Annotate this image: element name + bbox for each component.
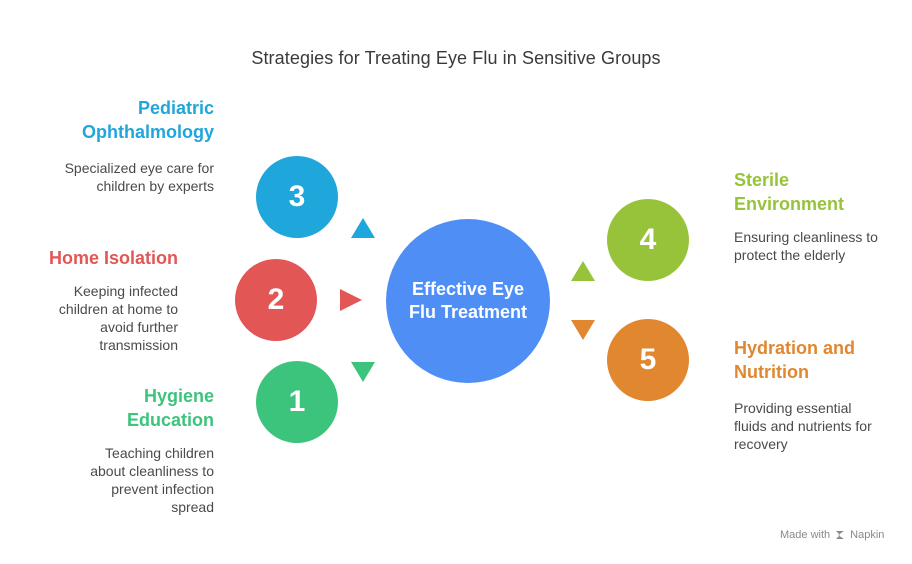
diagram-title: Strategies for Treating Eye Flu in Sensi… <box>251 48 661 68</box>
item-2-circle: 2 <box>235 259 317 341</box>
item-2-description: Keeping infected children at home to avo… <box>58 283 178 353</box>
item-1-heading: Hygiene Education <box>126 386 214 430</box>
footer-brand: Napkin <box>850 529 885 541</box>
item-3-heading: Pediatric Ophthalmology <box>82 98 214 142</box>
made-with-napkin-footer: Made with Napkin <box>780 529 884 541</box>
item-5-number: 5 <box>639 343 657 376</box>
item-2-arrow-icon <box>340 289 362 311</box>
item-5-arrow-icon <box>571 320 595 340</box>
item-4-description: Ensuring cleanliness to protect the elde… <box>734 229 878 263</box>
item-3-arrow-icon <box>351 218 375 238</box>
item-1-arrow-icon <box>351 362 375 382</box>
item-5-description: Providing essential fluids and nutrients… <box>734 400 872 452</box>
center-hub: Effective Eye Flu Treatment <box>386 219 550 383</box>
item-4-circle: 4 <box>607 199 689 281</box>
item-3-description: Specialized eye care for children by exp… <box>64 160 214 194</box>
item-4-arrow-icon <box>571 261 595 281</box>
item-1-description: Teaching children about cleanliness to p… <box>90 445 214 515</box>
center-label: Effective Eye Flu Treatment <box>408 279 528 322</box>
item-4-heading: Sterile Environment <box>734 170 845 214</box>
item-2-heading: Home Isolation <box>48 248 178 268</box>
item-3-circle: 3 <box>256 156 338 238</box>
item-1-circle: 1 <box>256 361 338 443</box>
item-5-heading: Hydration and Nutrition <box>734 338 856 382</box>
item-4-number: 4 <box>639 223 657 256</box>
item-1-number: 1 <box>288 385 306 418</box>
item-3-number: 3 <box>288 180 306 213</box>
footer-made-with: Made with <box>780 529 831 541</box>
item-2-number: 2 <box>267 283 285 316</box>
item-5-circle: 5 <box>607 319 689 401</box>
napkin-logo-icon <box>836 531 845 539</box>
